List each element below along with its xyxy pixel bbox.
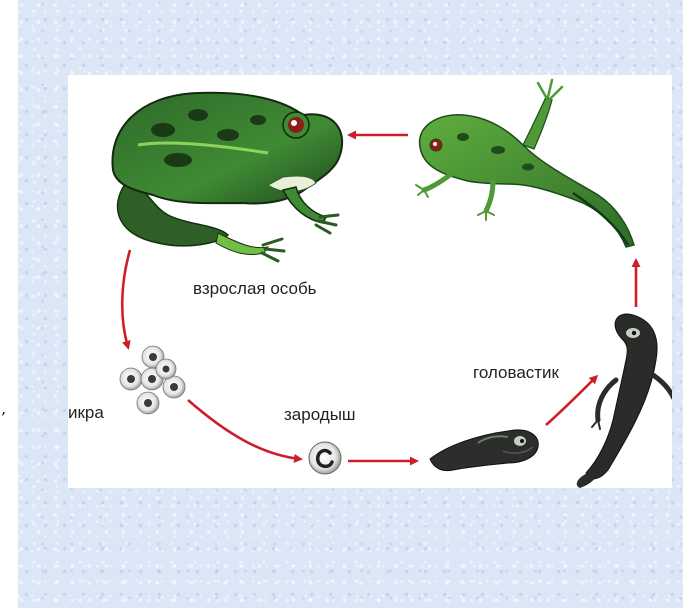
eggs-cluster-icon	[120, 346, 185, 414]
arrow-tadpole-to-older-tadpole	[546, 377, 596, 425]
adult-frog-icon	[112, 93, 342, 261]
frog-life-cycle-diagram: взрослая особь икра зародыш головастик	[68, 75, 672, 488]
tadpole-with-legs-icon	[577, 314, 672, 488]
froglet-icon	[416, 80, 634, 247]
embryo-icon	[309, 442, 341, 474]
young-tadpole-icon	[430, 430, 538, 471]
life-cycle-svg	[68, 75, 672, 488]
stage-label-eggs: икра	[68, 403, 104, 423]
margin-text-fragment: ,	[2, 403, 7, 417]
stage-label-embryo: зародыш	[284, 405, 356, 425]
stage-label-tadpole: головастик	[473, 363, 559, 383]
stage-label-adult: взрослая особь	[193, 279, 317, 299]
arrow-adult-to-eggs	[122, 250, 130, 347]
left-margin-strip: ,	[0, 0, 18, 608]
